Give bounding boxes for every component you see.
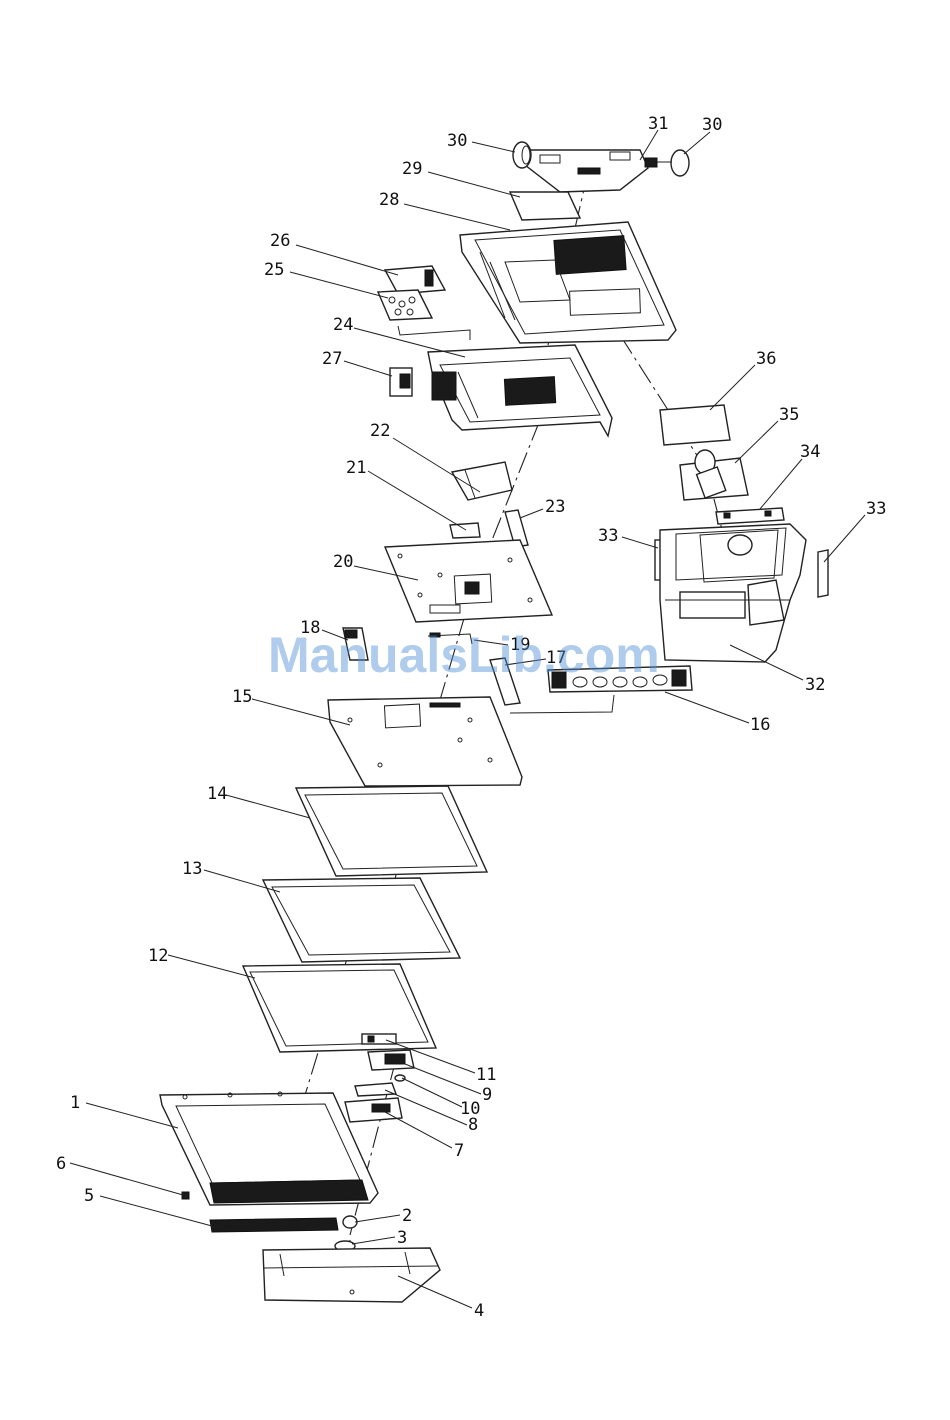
callout-28: 28 bbox=[379, 190, 399, 210]
callout-31: 31 bbox=[648, 114, 668, 134]
callout-30-left: 30 bbox=[447, 131, 467, 151]
callout-1: 1 bbox=[70, 1093, 80, 1113]
part-28-rear-cover bbox=[460, 222, 676, 343]
callout-34: 34 bbox=[800, 442, 820, 462]
callout-15: 15 bbox=[232, 687, 252, 707]
callout-3: 3 bbox=[397, 1228, 407, 1248]
part-13-panel-frame bbox=[263, 878, 460, 962]
callout-35: 35 bbox=[779, 405, 799, 425]
part-1-front-bezel bbox=[160, 1092, 378, 1205]
part-22-heatsink-pad bbox=[452, 462, 512, 500]
part-5-speaker-grille bbox=[210, 1218, 338, 1232]
callout-12: 12 bbox=[148, 946, 168, 966]
part-12-lcd-panel bbox=[243, 964, 436, 1052]
callout-33-right: 33 bbox=[866, 499, 886, 519]
part-30-knob-left bbox=[513, 142, 531, 168]
callout-5: 5 bbox=[84, 1186, 94, 1206]
part-4-bottom-cover bbox=[263, 1248, 440, 1302]
part-30-knob-right bbox=[645, 150, 689, 176]
part-29-cover-plate bbox=[510, 192, 580, 220]
part-31-vesa-bracket bbox=[525, 150, 648, 192]
callout-20: 20 bbox=[333, 552, 353, 572]
part-11-inverter-board bbox=[362, 1034, 396, 1044]
part-7-control-board bbox=[345, 1098, 402, 1122]
cable-25-24 bbox=[398, 326, 470, 340]
callout-30-right: 30 bbox=[702, 115, 722, 135]
callout-23: 23 bbox=[545, 497, 565, 517]
callout-24: 24 bbox=[333, 315, 353, 335]
part-8-key-strip bbox=[355, 1083, 396, 1096]
callout-27: 27 bbox=[322, 349, 342, 369]
part-9-button-board bbox=[368, 1050, 414, 1070]
callout-8: 8 bbox=[468, 1115, 478, 1135]
link-16-15 bbox=[510, 695, 614, 713]
watermark: ManualsLib.com bbox=[268, 627, 660, 683]
part-20-main-board bbox=[385, 540, 552, 622]
part-6-led-lens bbox=[182, 1192, 189, 1199]
part-35-hinge-assembly bbox=[680, 450, 748, 500]
callout-32: 32 bbox=[805, 675, 825, 695]
callout-2: 2 bbox=[402, 1206, 412, 1226]
callout-6: 6 bbox=[56, 1154, 66, 1174]
callout-9: 9 bbox=[482, 1085, 492, 1105]
part-10-spring bbox=[395, 1075, 405, 1081]
callout-4: 4 bbox=[474, 1301, 484, 1321]
callout-26: 26 bbox=[270, 231, 290, 251]
callout-21: 21 bbox=[346, 458, 366, 478]
part-34-stand-plate bbox=[716, 508, 784, 524]
part-27-fan bbox=[390, 368, 412, 396]
callout-7: 7 bbox=[454, 1141, 464, 1161]
part-24-chassis-shield bbox=[428, 345, 612, 436]
part-14-panel-bezel bbox=[296, 786, 487, 876]
callout-16: 16 bbox=[750, 715, 770, 735]
callout-36: 36 bbox=[756, 349, 776, 369]
callout-29: 29 bbox=[402, 159, 422, 179]
callout-25: 25 bbox=[264, 260, 284, 280]
part-36-stand-cover bbox=[660, 405, 730, 445]
part-25-keypad-board bbox=[378, 290, 432, 320]
callout-22: 22 bbox=[370, 421, 390, 441]
part-15-inner-frame bbox=[328, 697, 522, 786]
callout-33-left: 33 bbox=[598, 526, 618, 546]
part-33-clip-right bbox=[818, 550, 828, 597]
part-2-knob bbox=[343, 1216, 357, 1228]
part-32-stand-base bbox=[660, 524, 806, 662]
callout-11: 11 bbox=[476, 1065, 496, 1085]
part-21-thermal-pad bbox=[450, 523, 480, 538]
callout-13: 13 bbox=[182, 859, 202, 879]
callout-14: 14 bbox=[207, 784, 227, 804]
